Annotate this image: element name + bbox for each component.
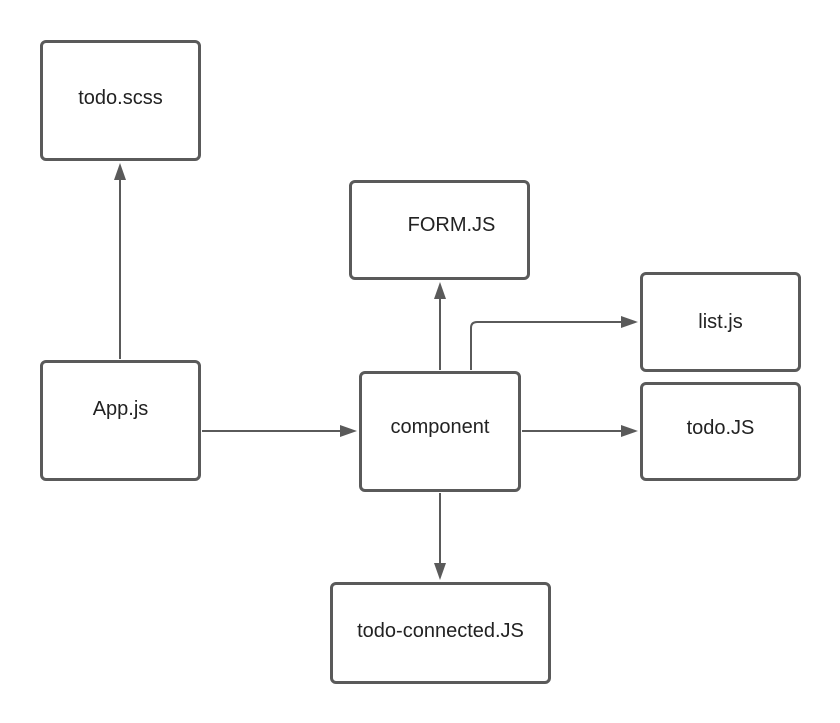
- arrowhead-scss: [114, 163, 126, 180]
- node-app-js: App.js: [40, 360, 201, 481]
- arrowhead-connected: [434, 563, 446, 580]
- node-todo-scss: todo.scss: [40, 40, 201, 161]
- arrowhead-todo: [621, 425, 638, 437]
- edge-component-to-list: [470, 321, 622, 370]
- node-label: component: [390, 416, 490, 438]
- node-todo-js: todo.JS: [640, 382, 801, 481]
- arrowhead-form: [434, 282, 446, 299]
- node-label: todo-connected.JS: [357, 619, 524, 642]
- node-label: FORM.JS: [407, 213, 496, 236]
- node-form-js: FORM.JS: [349, 180, 530, 280]
- node-label: todo.JS: [686, 417, 755, 439]
- node-component: component: [359, 371, 521, 492]
- node-label: todo.scss: [78, 87, 163, 109]
- node-todo-connected-js: todo-connected.JS: [330, 582, 551, 684]
- node-list-js: list.js: [640, 272, 801, 372]
- node-label: App.js: [92, 398, 149, 420]
- arrowhead-list: [621, 316, 638, 328]
- node-label: list.js: [698, 310, 743, 333]
- arrowhead-component: [340, 425, 357, 437]
